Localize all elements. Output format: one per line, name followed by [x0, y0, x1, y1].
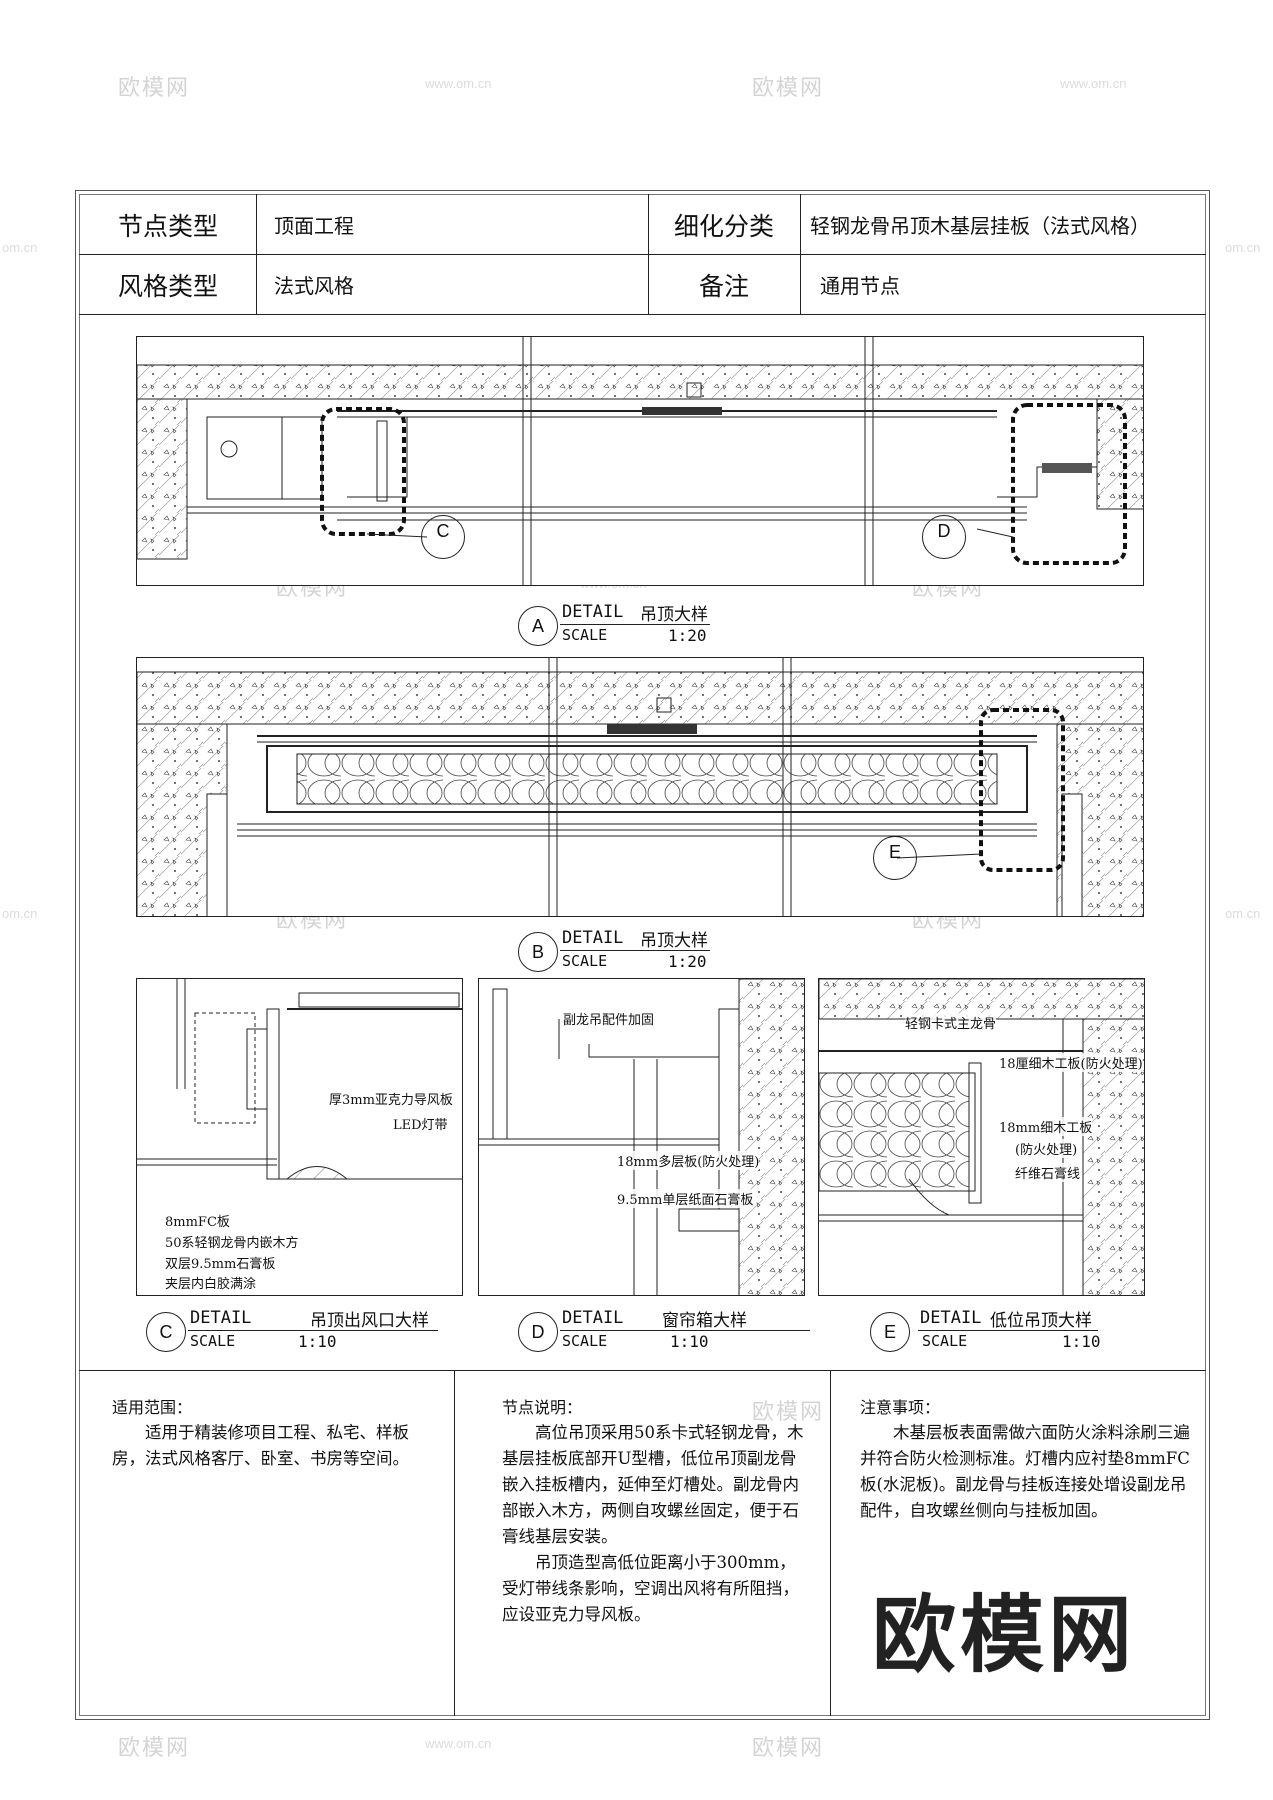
watermark-url: www.om.cn [425, 76, 492, 91]
watermark-edge: om.cn [2, 906, 38, 921]
detail-c-title: 吊顶出风口大样 [310, 1311, 429, 1331]
caution-title: 注意事项： [860, 1398, 941, 1417]
callout-e-board: 18mm细木工板 [999, 1117, 1093, 1136]
notes-divider [454, 1370, 455, 1716]
callout-c-led: LED灯带 [393, 1114, 448, 1133]
remark-value: 通用节点 [820, 274, 900, 298]
detail-e-rule [918, 1330, 1098, 1331]
callout-d-gypsum: 9.5mm单层纸面石膏板 [617, 1189, 754, 1208]
notes-divider [79, 1370, 1206, 1371]
detail-a-ratio: 1:20 [668, 626, 707, 645]
detail-e-ratio: 1:10 [1062, 1332, 1101, 1351]
detail-b-ratio: 1:20 [668, 952, 707, 971]
header-divider [79, 314, 1206, 315]
callout-e-fireproof: (防火处理) [1015, 1139, 1078, 1158]
detail-d-word: DETAIL [562, 1308, 624, 1328]
caution-body: 木基层板表面需做六面防火涂料涂刷三遍并符合防火检测标准。灯槽内应衬垫8mmFC板… [860, 1420, 1190, 1524]
detail-d-title: 窗帘箱大样 [662, 1311, 747, 1331]
detail-c-word: DETAIL [190, 1308, 252, 1328]
detail-e-drawing: 轻钢卡式主龙骨 18厘细木工板(防火处理) 18mm细木工板 (防火处理) 纤维… [818, 978, 1145, 1296]
brand-logo: 欧模网 [872, 1586, 1137, 1684]
detail-d-rule [560, 1330, 810, 1331]
detail-b-circle: B [518, 932, 558, 972]
callout-c-glue: 夹层内白胶满涂 [165, 1273, 257, 1292]
watermark-url: www.om.cn [1060, 76, 1127, 91]
detail-a-circle: A [518, 606, 558, 646]
detail-b-rule [560, 950, 710, 951]
description-body: 高位吊顶采用50系卡式轻钢龙骨，木基层挂板底部开U型槽，低位吊顶副龙骨嵌入挂板槽… [502, 1420, 812, 1628]
watermark-edge: om.cn [2, 240, 38, 255]
detail-b-drawing [136, 657, 1144, 917]
style-type-label: 风格类型 [117, 272, 218, 301]
scope-title: 适用范围： [112, 1398, 193, 1417]
detail-b-word: DETAIL [562, 928, 624, 948]
detail-c-scale: SCALE [190, 1332, 236, 1350]
detail-e-marker: E [873, 836, 917, 880]
detail-b-svg [137, 658, 1143, 916]
watermark-logo: 欧模网 [752, 75, 825, 100]
detail-d-ratio: 1:10 [670, 1332, 709, 1351]
callout-c-baffle: 厚3mm亚克力导风板 [329, 1089, 453, 1108]
detail-e-circle: E [870, 1312, 910, 1352]
detail-e-title: 低位吊顶大样 [990, 1311, 1092, 1331]
detail-c-svg [137, 979, 462, 1180]
detail-d-marker: D [922, 515, 966, 559]
detail-a-title: 吊顶大样 [640, 605, 708, 625]
description-paragraph: 吊顶造型高低位距离小于300mm，受灯带线条影响，空调出风将有所阻挡，应设亚克力… [502, 1553, 799, 1624]
remark-label: 备注 [698, 272, 749, 301]
watermark-logo: 欧模网 [118, 1735, 191, 1760]
detail-a-svg [137, 337, 1143, 585]
watermark-edge: om.cn [1225, 906, 1261, 921]
detail-b-scale: SCALE [562, 952, 608, 970]
callout-d-plywood: 18mm多层板(防火处理) [617, 1151, 760, 1170]
header-divider [648, 194, 649, 314]
detail-a-drawing [136, 336, 1144, 586]
callout-e-moulding: 纤维石膏线 [1015, 1163, 1081, 1182]
detail-a-word: DETAIL [562, 602, 624, 622]
watermark-logo: 欧模网 [118, 75, 191, 100]
detail-a-rule [560, 624, 710, 625]
header-divider [800, 194, 801, 314]
detail-e-scale: SCALE [922, 1332, 968, 1350]
style-type-value: 法式风格 [274, 274, 354, 298]
subcategory-label: 细化分类 [673, 212, 774, 241]
detail-c-ratio: 1:10 [298, 1332, 337, 1351]
callout-c-gypsum: 双层9.5mm石膏板 [165, 1253, 276, 1272]
scope-body: 适用于精装修项目工程、私宅、样板房，法式风格客厅、卧室、书房等空间。 [112, 1420, 434, 1472]
callout-c-fc: 8mmFC板 [165, 1211, 230, 1230]
detail-c-circle: C [146, 1312, 186, 1352]
watermark-logo: 欧模网 [752, 1399, 825, 1424]
detail-a-scale: SCALE [562, 626, 608, 644]
subcategory-value: 轻钢龙骨吊顶木基层挂板（法式风格） [810, 214, 1150, 238]
watermark-url: www.om.cn [425, 1736, 492, 1751]
detail-c-drawing: 厚3mm亚克力导风板 LED灯带 8mmFC板 50系轻钢龙骨内嵌木方 双层9.… [136, 978, 463, 1296]
header-divider [256, 194, 257, 314]
header-divider [79, 254, 1206, 255]
node-type-value: 顶面工程 [274, 214, 354, 238]
caution-paragraph: 木基层板表面需做六面防火涂料涂刷三遍并符合防火检测标准。灯槽内应衬垫8mmFC板… [860, 1423, 1190, 1520]
node-type-label: 节点类型 [117, 212, 218, 241]
detail-c-rule [188, 1330, 438, 1331]
sheet-frame-inner [79, 194, 1206, 1716]
detail-c-marker: C [421, 515, 465, 559]
detail-d-circle: D [518, 1312, 558, 1352]
watermark-logo: 欧模网 [752, 1735, 825, 1760]
detail-e-word: DETAIL [920, 1308, 982, 1328]
scope-paragraph: 适用于精装修项目工程、私宅、样板房，法式风格客厅、卧室、书房等空间。 [112, 1423, 409, 1468]
description-title: 节点说明： [502, 1398, 583, 1417]
callout-c-keel: 50系轻钢龙骨内嵌木方 [165, 1232, 299, 1251]
description-paragraph: 高位吊顶采用50系卡式轻钢龙骨，木基层挂板底部开U型槽，低位吊顶副龙骨嵌入挂板槽… [502, 1423, 804, 1546]
watermark-edge: om.cn [1225, 240, 1261, 255]
detail-d-scale: SCALE [562, 1332, 608, 1350]
notes-divider [830, 1370, 831, 1716]
callout-d-bracket: 副龙吊配件加固 [563, 1009, 655, 1028]
sheet-frame [75, 190, 1210, 1720]
detail-b-title: 吊顶大样 [640, 931, 708, 951]
callout-e-main-keel: 轻钢卡式主龙骨 [905, 1013, 997, 1032]
detail-d-drawing: 副龙吊配件加固 18mm多层板(防火处理) 9.5mm单层纸面石膏板 [478, 978, 805, 1296]
callout-e-board-top: 18厘细木工板(防火处理) [999, 1053, 1143, 1072]
